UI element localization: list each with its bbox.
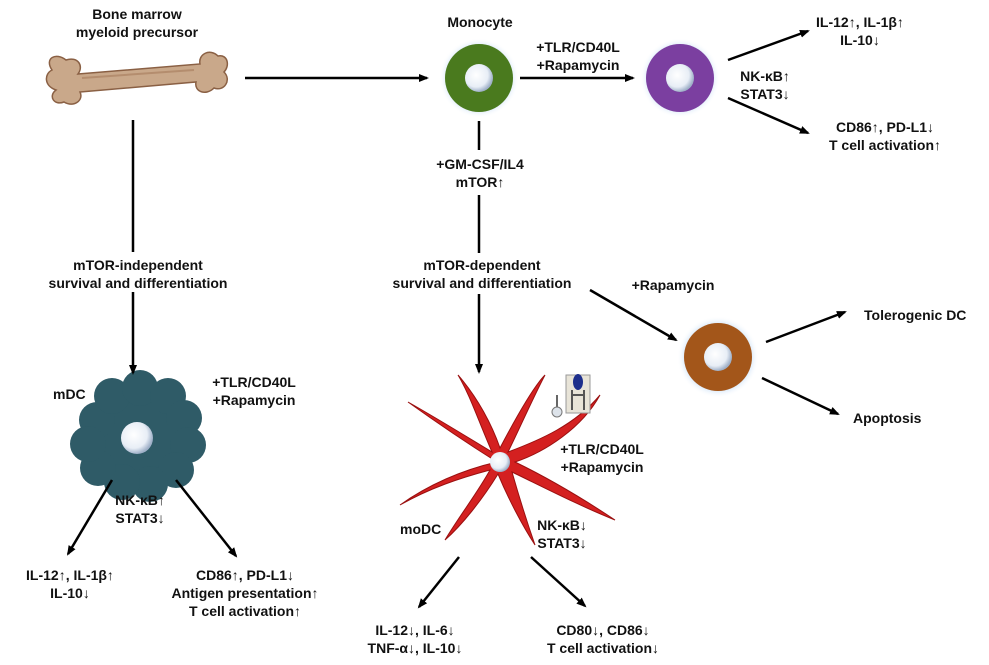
mdc-cell-icon: [70, 370, 206, 502]
tolerogenic-cell-icon: [677, 316, 759, 398]
label-bone-marrow: Bone marrow myeloid precursor: [75, 6, 199, 40]
label-gmcsf: +GM-CSF/IL4 mTOR↑: [436, 156, 524, 190]
label-apoptosis: Apoptosis: [853, 410, 922, 426]
arrow-activated-to-cd86: [727, 96, 810, 135]
bone-icon: [45, 51, 229, 105]
label-modc-cytokines: IL-12↓, IL-6↓ TNF-α↓, IL-10↓: [367, 622, 463, 656]
label-top-cd86: CD86↑, PD-L1↓ T cell activation↑: [828, 119, 942, 153]
label-mdc-cd86: CD86↑, PD-L1↓ Antigen presentation↑ T ce…: [171, 567, 319, 619]
label-modc-nfkb: NK-κB↓ STAT3↓: [537, 517, 587, 551]
activated-cell-icon: [640, 38, 720, 118]
arrow-activated-to-cytokines: [727, 29, 810, 62]
arrow-mdc-right: [175, 479, 238, 558]
label-tlr-modc: +TLR/CD40L +Rapamycin: [560, 441, 644, 475]
arrow-to-tolerogenic-cell: [589, 288, 678, 342]
arrow-to-tolerogenic-dc: [765, 310, 847, 344]
label-rapamycin: +Rapamycin: [631, 277, 715, 293]
arrow-modc-right: [530, 556, 587, 608]
label-mdc-cytokines: IL-12↑, IL-1β↑ IL-10↓: [26, 567, 114, 601]
label-modc-cd80: CD80↓, CD86↓ T cell activation↓: [546, 622, 660, 656]
arrow-modc-left: [417, 556, 460, 609]
label-top-cytokines: IL-12↑, IL-1β↑ IL-10↓: [816, 14, 904, 48]
label-tlr-mdc: +TLR/CD40L +Rapamycin: [212, 374, 296, 408]
label-modc: moDC: [400, 521, 442, 537]
monocyte-cell-icon: [439, 38, 519, 118]
modc-cell-icon: [399, 374, 616, 546]
label-tolerogenic-dc: Tolerogenic DC: [864, 307, 967, 323]
label-mdc: mDC: [53, 386, 86, 402]
arrow-to-apoptosis: [761, 376, 840, 416]
arrows: [66, 29, 847, 609]
label-mtor-independent: mTOR-independent survival and differenti…: [48, 257, 228, 291]
label-mdc-nfkb: NK-κB↑ STAT3↓: [115, 492, 165, 526]
label-mtor-dependent: mTOR-dependent survival and differentiat…: [392, 257, 572, 291]
label-monocyte: Monocyte: [447, 14, 513, 30]
label-top-nfkb: NK-κB↑ STAT3↓: [740, 68, 790, 102]
label-tlr-top: +TLR/CD40L +Rapamycin: [536, 39, 620, 73]
arrow-mdc-left: [66, 479, 114, 556]
receptor-icon: [551, 374, 591, 418]
